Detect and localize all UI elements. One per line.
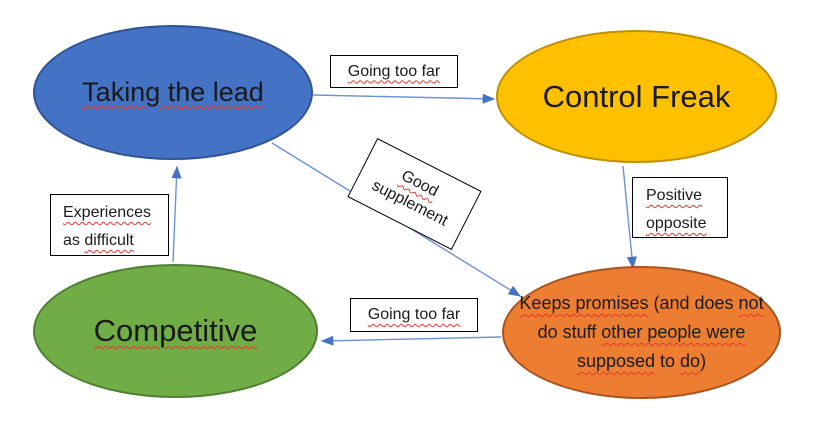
node-control-freak[interactable]: Control Freak <box>496 30 777 163</box>
text-segment: Positive <box>646 187 703 204</box>
text-segment: Control Freak <box>542 78 731 114</box>
text-segment: to <box>655 351 681 371</box>
text-segment: supposed <box>576 351 656 371</box>
edge-label-going-too-far-bottom[interactable]: Going too far <box>350 298 478 332</box>
text-segment: as <box>63 232 85 249</box>
arrow-keeps-to-competitive[interactable] <box>320 335 502 346</box>
text-segment: Competitive <box>93 313 258 348</box>
node-competitive-label: Competitive <box>94 313 258 349</box>
text-segment: Going too far <box>347 62 441 80</box>
arrow-taking-to-control[interactable] <box>312 93 496 104</box>
edge-label-experiences-as-difficult[interactable]: Experiences as difficult <box>50 194 169 256</box>
node-control-freak-label: Control Freak <box>543 79 731 115</box>
edge-label-going-too-far-bottom-text: Going too far <box>368 306 461 324</box>
text-segment: not <box>738 293 764 313</box>
node-taking-the-lead-label: Taking the lead <box>82 77 264 108</box>
edge-label-going-too-far-top[interactable]: Going too far <box>330 55 458 88</box>
text-segment: opposite <box>646 215 707 232</box>
edge-label-positive-opposite[interactable]: Positive opposite <box>632 177 728 238</box>
edge-label-positive-opposite-line-1: Positive <box>646 182 727 210</box>
node-keeps-promises[interactable]: Keeps promises (and does not do stuff ot… <box>502 266 781 399</box>
text-segment: Experiences <box>63 204 152 221</box>
edge-label-experiences-line-2: as difficult <box>63 227 168 255</box>
text-segment: difficult <box>84 232 134 249</box>
node-taking-the-lead[interactable]: Taking the lead <box>33 25 313 160</box>
text-segment: other people were <box>601 322 746 342</box>
edge-label-going-too-far-top-text: Going too far <box>348 63 441 81</box>
edge-label-experiences-line-1: Experiences <box>63 199 168 227</box>
text-segment: do stuff <box>537 322 602 342</box>
arrow-competitive-to-taking[interactable] <box>171 165 182 263</box>
text-segment: ) <box>700 351 707 371</box>
edge-label-positive-opposite-line-2: opposite <box>646 210 727 238</box>
arrow-control-to-keeps[interactable] <box>622 165 637 270</box>
node-keeps-promises-line-3: supposed to do) <box>577 347 706 376</box>
text-segment: Taking the lead <box>82 77 264 107</box>
node-competitive[interactable]: Competitive <box>33 264 318 398</box>
text-segment: (and does <box>648 293 739 313</box>
text-segment: do <box>680 351 701 371</box>
node-keeps-promises-line-2: do stuff other people were <box>538 318 746 347</box>
text-segment: Keeps promises <box>519 293 649 313</box>
text-segment: Going too far <box>367 306 461 323</box>
node-keeps-promises-line-1: Keeps promises (and does not <box>519 289 763 318</box>
